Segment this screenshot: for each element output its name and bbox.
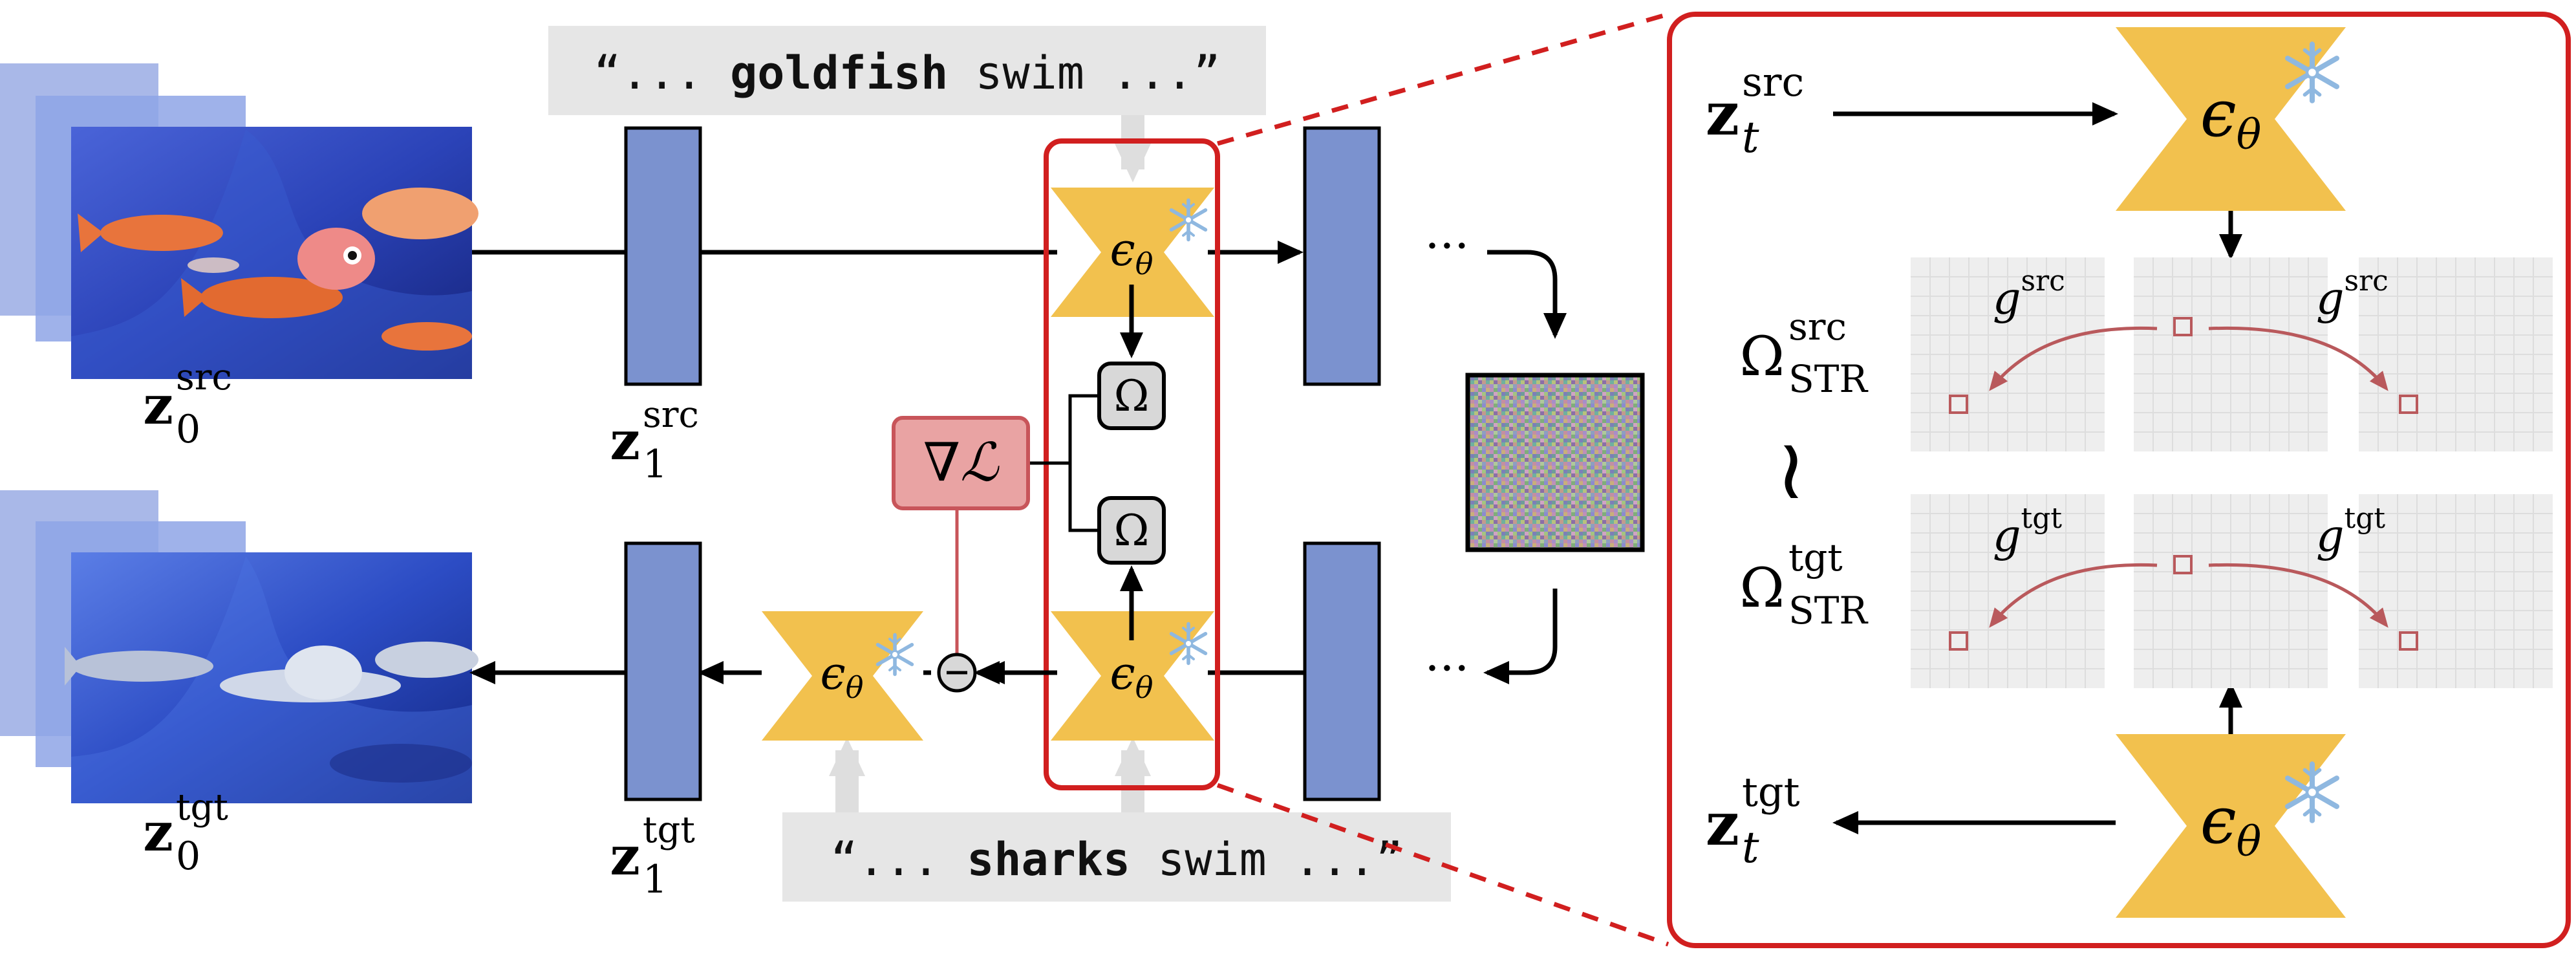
query-token bbox=[2173, 555, 2193, 574]
sub-t: t bbox=[1742, 823, 1759, 873]
src-superscript: src bbox=[176, 356, 232, 398]
key-token-left bbox=[1949, 395, 1968, 414]
source-video-frames bbox=[0, 63, 478, 379]
z0-src-label: z src 0 bbox=[143, 356, 231, 452]
z-symbol: z bbox=[1706, 79, 1739, 149]
target-prompt: “... sharks swim ...” bbox=[782, 812, 1451, 902]
z-symbol: z bbox=[143, 374, 173, 437]
source-prompt-rest: swim ...” bbox=[948, 47, 1220, 100]
source-prompt-keyword: goldfish bbox=[730, 47, 948, 100]
curve-arrow-from-noise bbox=[1483, 589, 1558, 684]
zoom-line-bottom bbox=[1216, 783, 1669, 947]
eps-theta: ϵθ bbox=[1110, 647, 1154, 705]
loss-gradient-box: ∇ℒ bbox=[892, 416, 1030, 510]
z-symbol: z bbox=[1706, 789, 1739, 859]
zoom-line-top bbox=[1217, 12, 1669, 146]
latent-bar-z1-tgt bbox=[624, 541, 702, 801]
approx-symbol: ≀ bbox=[1776, 420, 1807, 518]
token-grid-frame bbox=[2134, 494, 2328, 688]
tgt-superscript: tgt bbox=[1742, 768, 1800, 816]
attention-arrow-right bbox=[2208, 563, 2388, 628]
attention-arrow-left bbox=[1989, 563, 2158, 628]
latent-bar-z1-src bbox=[624, 126, 702, 386]
z-symbol: z bbox=[143, 801, 173, 863]
zt-src-label: z src t bbox=[1706, 58, 1804, 162]
target-prompt-open: “... bbox=[830, 833, 967, 886]
tgt-superscript: tgt bbox=[176, 786, 228, 829]
key-token-left bbox=[1949, 631, 1968, 651]
latent-bar-bottom-right bbox=[1303, 541, 1381, 801]
ellipsis-bottom: ··· bbox=[1425, 641, 1470, 695]
token-grid-frame bbox=[1911, 257, 2105, 451]
g-symbol: gtgt bbox=[2316, 502, 2385, 562]
omega-str-tgt-label: Ω tgt STR bbox=[1739, 536, 1869, 633]
omega-symbol: Ω bbox=[1739, 556, 1785, 620]
src-superscript: src bbox=[643, 394, 699, 436]
curve-arrow-to-noise bbox=[1487, 250, 1567, 339]
omega-symbol: Ω bbox=[1114, 506, 1150, 556]
ellipsis-top: ··· bbox=[1425, 219, 1470, 273]
unet-bottom-left: ϵθ bbox=[762, 611, 923, 741]
target-prompt-rest: swim ...” bbox=[1130, 833, 1402, 886]
eps-theta: ϵθ bbox=[821, 647, 864, 705]
unet-bottom-tgt: ϵθ bbox=[1051, 611, 1214, 741]
noise-latent bbox=[1465, 373, 1645, 552]
tgt-superscript: tgt bbox=[1788, 536, 1843, 580]
str-subscript: STR bbox=[1788, 589, 1869, 633]
z-symbol: z bbox=[610, 825, 640, 887]
unet-panel-top: ϵθ bbox=[2116, 27, 2346, 211]
z-symbol: z bbox=[610, 410, 640, 472]
g-symbol: gsrc bbox=[2316, 265, 2388, 325]
svg-text:“... sharks swim ...”: “... sharks swim ...” bbox=[830, 833, 1402, 886]
omega-symbol: Ω bbox=[1739, 325, 1785, 388]
sub-1: 1 bbox=[643, 442, 667, 487]
token-grid-frame bbox=[2359, 494, 2553, 688]
eps-theta: ϵθ bbox=[2200, 76, 2262, 159]
attention-grids bbox=[1911, 257, 2553, 688]
str-subscript: STR bbox=[1788, 357, 1869, 401]
key-token-right bbox=[2399, 395, 2418, 414]
omega-symbol: Ω bbox=[1114, 371, 1150, 421]
omega-box-bottom: Ω bbox=[1097, 496, 1166, 565]
source-prompt: “... goldfish swim ...” bbox=[548, 26, 1266, 115]
attention-arrow-left bbox=[1989, 326, 2158, 391]
src-superscript: src bbox=[1742, 58, 1804, 105]
attention-src-row: gsrc gsrc bbox=[1949, 265, 2418, 414]
sub-1: 1 bbox=[643, 857, 667, 902]
token-grid-frame bbox=[1911, 494, 2105, 688]
attention-arrow-right bbox=[2208, 326, 2388, 391]
key-token-right bbox=[2399, 631, 2418, 651]
omega-box-top: Ω bbox=[1097, 362, 1166, 430]
attention-tgt-row: gtgt gtgt bbox=[1949, 502, 2418, 651]
query-token bbox=[2173, 317, 2193, 336]
unet-top-src: ϵθ bbox=[1051, 188, 1214, 317]
sub-t: t bbox=[1742, 113, 1759, 162]
g-symbol: gsrc bbox=[1993, 265, 2065, 325]
tgt-superscript: tgt bbox=[643, 809, 695, 851]
sub-0: 0 bbox=[176, 834, 200, 879]
target-prompt-keyword: sharks bbox=[967, 833, 1130, 886]
zt-tgt-label: z tgt t bbox=[1706, 768, 1800, 873]
token-grid-frame bbox=[2359, 257, 2553, 451]
sub-0: 0 bbox=[176, 407, 200, 452]
minus-operator bbox=[937, 653, 977, 693]
unet-panel-bottom: ϵθ bbox=[2116, 734, 2346, 918]
g-symbol: gtgt bbox=[1993, 502, 2062, 562]
src-superscript: src bbox=[1788, 305, 1847, 349]
target-video-frames bbox=[0, 490, 478, 803]
nabla-loss: ∇ℒ bbox=[923, 432, 1000, 493]
svg-text:“... goldfish swim ...”: “... goldfish swim ...” bbox=[594, 47, 1220, 100]
latent-bar-top-right bbox=[1303, 126, 1381, 386]
zoom-panel bbox=[1667, 12, 2571, 948]
z1-src-label: z src 1 bbox=[610, 394, 698, 487]
omega-bracket bbox=[1068, 394, 1099, 532]
z1-tgt-label: z tgt 1 bbox=[610, 809, 695, 902]
token-grid-frame bbox=[2134, 257, 2328, 451]
omega-str-src-label: Ω src STR bbox=[1739, 305, 1869, 401]
eps-theta: ϵθ bbox=[1110, 223, 1154, 281]
z0-tgt-label: z tgt 0 bbox=[143, 786, 228, 879]
eps-theta: ϵθ bbox=[2200, 783, 2262, 866]
source-prompt-open: “... bbox=[594, 47, 730, 100]
